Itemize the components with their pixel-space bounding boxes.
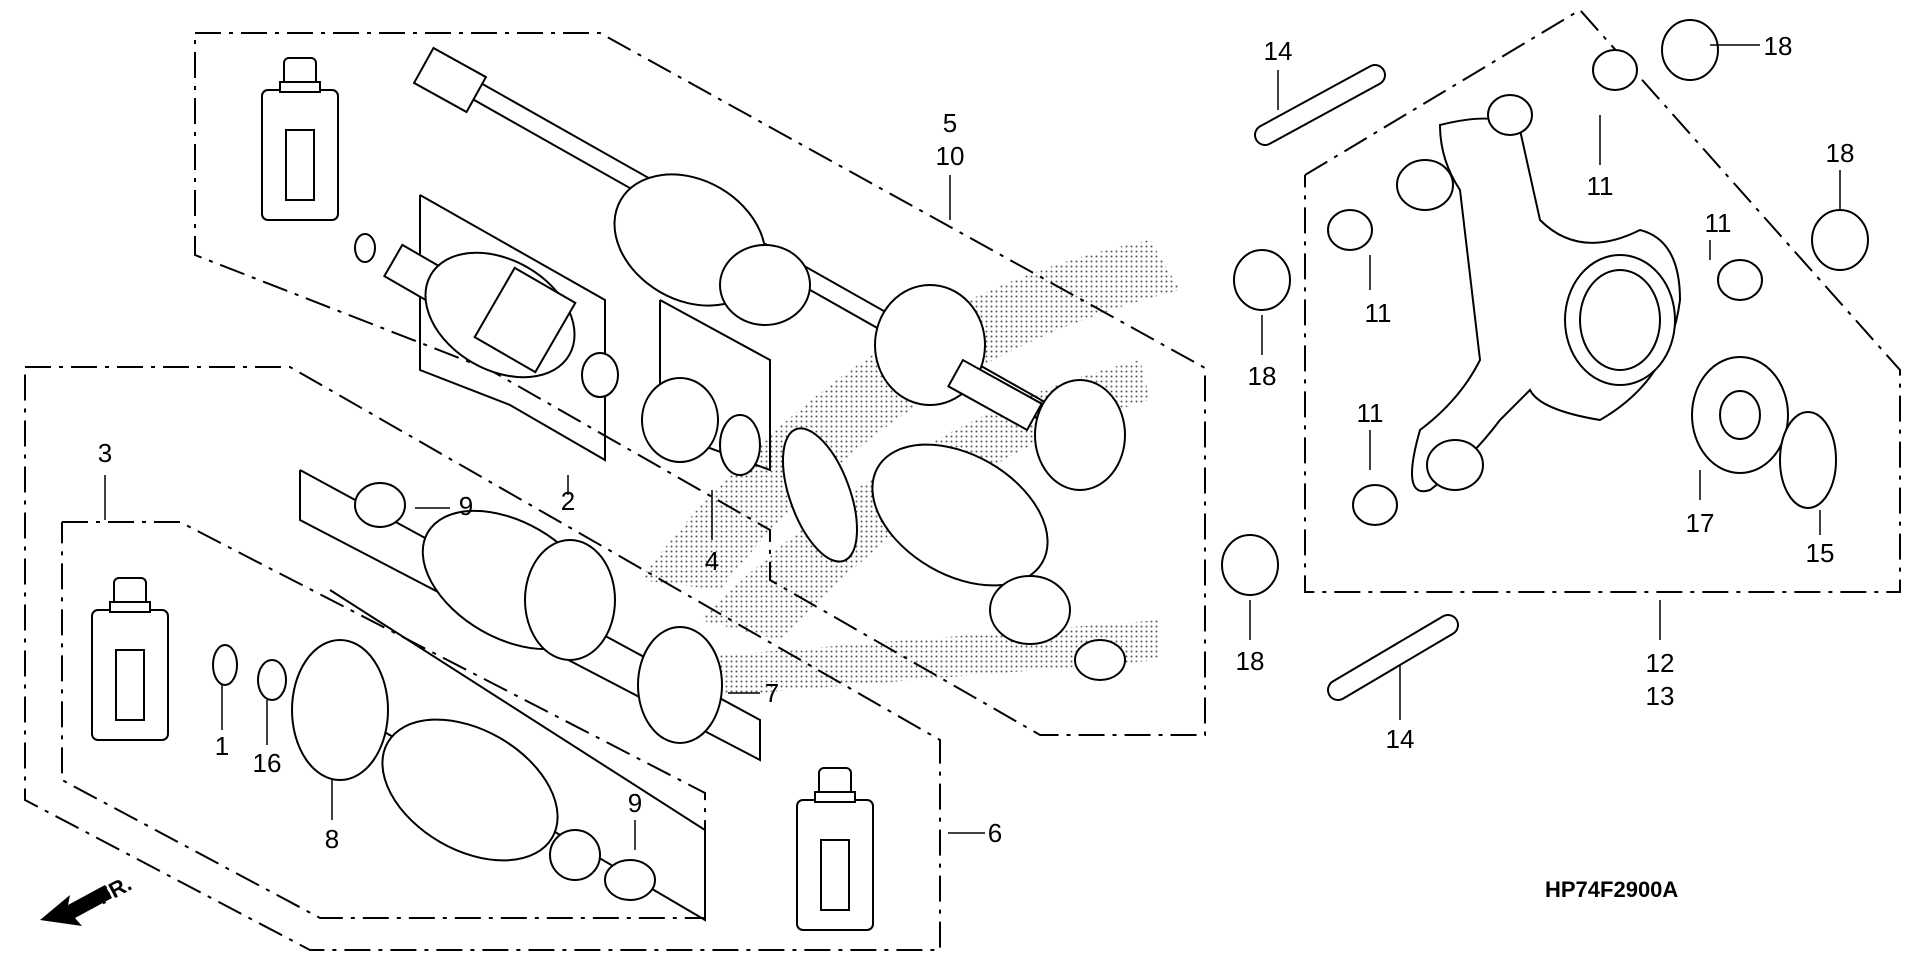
callout-15: 15 (1806, 538, 1835, 568)
pin-14 (1254, 64, 1459, 701)
callout-7: 7 (765, 678, 779, 708)
callout-11-d: 11 (1357, 398, 1384, 428)
callout-18-right: 18 (1826, 138, 1855, 168)
callout-11-c: 11 (1705, 208, 1732, 238)
callout-13: 13 (1646, 681, 1675, 711)
oil-bottle-icon (91, 577, 169, 741)
group-frame-2 (419, 194, 606, 462)
callout-18-left: 18 (1248, 361, 1277, 391)
oil-bottle-icon (261, 57, 339, 221)
callout-12: 12 (1646, 648, 1675, 678)
callout-18-top: 18 (1764, 31, 1793, 61)
callout-9-upper: 9 (459, 491, 473, 521)
callout-17: 17 (1686, 508, 1715, 538)
callout-4: 4 (705, 546, 719, 576)
callout-14-bottom: 14 (1386, 724, 1415, 754)
callout-14-top: 14 (1264, 36, 1293, 66)
boot-middle (354, 482, 723, 744)
group-outline-6-10 (194, 32, 1206, 736)
front-arrow-icon: FR. (40, 871, 136, 926)
boot-upper (782, 379, 1126, 681)
group-outline-12-13 (1304, 8, 1901, 593)
callout-8: 8 (325, 824, 339, 854)
callout-10: 10 (936, 141, 965, 171)
callout-9-lower: 9 (628, 788, 642, 818)
callout-3: 3 (98, 438, 112, 468)
callout-5: 6 (988, 818, 1002, 848)
diagram-code: HP74F2900A (1545, 877, 1678, 902)
callout-11-a: 11 (1587, 171, 1614, 201)
snap-ring-15 (1779, 411, 1837, 509)
o-ring (354, 233, 376, 263)
boot-lower (212, 639, 656, 901)
inner-joint (382, 243, 761, 476)
callout-1: 1 (215, 731, 229, 761)
callout-2: 2 (561, 486, 575, 516)
callout-11-b: 11 (1365, 298, 1392, 328)
group-outline-5 (24, 366, 941, 951)
oil-bottle-icon (796, 767, 874, 931)
callout-16: 16 (253, 748, 282, 778)
seal-18 (1221, 19, 1869, 596)
rear-knuckle (1396, 94, 1682, 493)
axle-shaft (412, 46, 1051, 432)
callout-6: 5 (943, 108, 957, 138)
leader-lines (104, 44, 1841, 850)
bearing-17 (1691, 356, 1789, 474)
collar-11 (1327, 49, 1763, 526)
callout-18-bottom: 18 (1236, 646, 1265, 676)
